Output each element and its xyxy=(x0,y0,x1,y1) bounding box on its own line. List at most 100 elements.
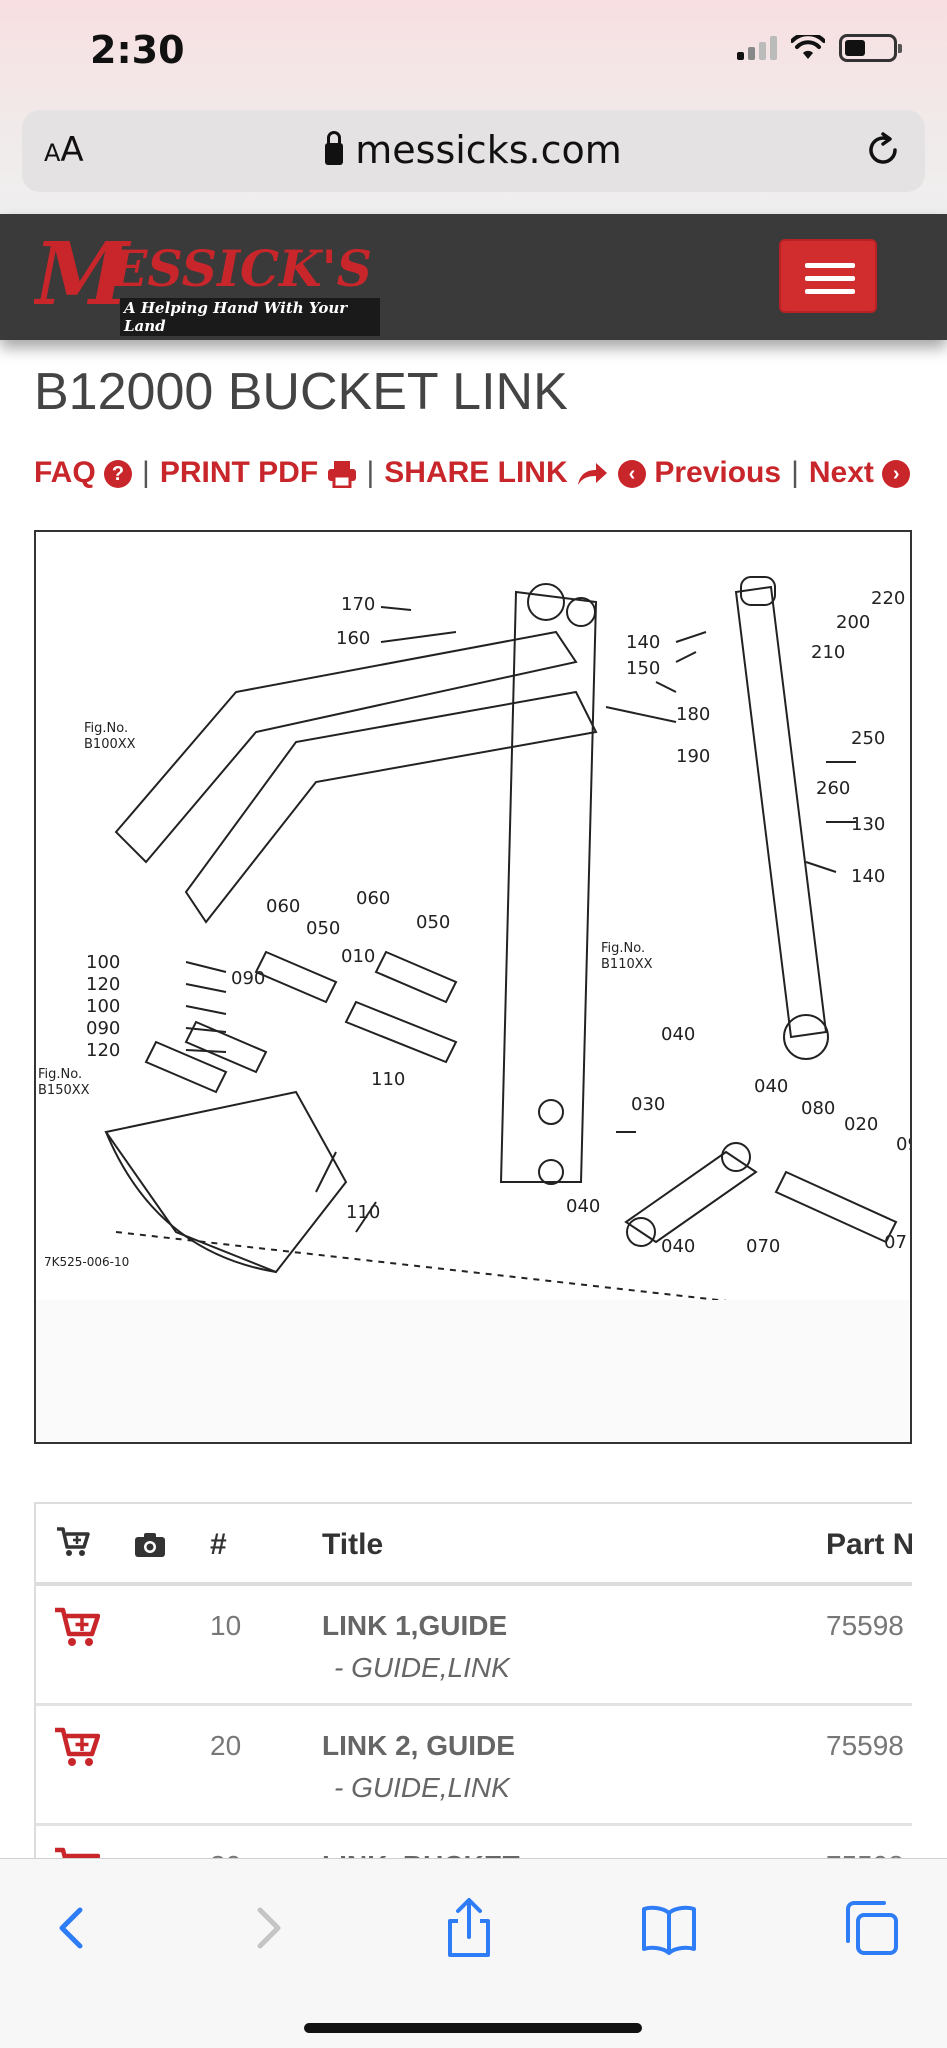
svg-text:050: 050 xyxy=(306,918,340,939)
share-arrow-icon xyxy=(577,463,607,486)
svg-text:160: 160 xyxy=(336,628,370,649)
separator: | xyxy=(142,456,150,489)
forward-icon[interactable] xyxy=(234,1893,304,1963)
url-display[interactable]: messicks.com xyxy=(22,128,925,172)
svg-text:M: M xyxy=(34,236,132,325)
row-number: 20 xyxy=(210,1730,242,1761)
svg-text:ESSICK'S: ESSICK'S xyxy=(108,239,372,298)
svg-text:140: 140 xyxy=(626,632,660,653)
svg-text:110: 110 xyxy=(346,1202,380,1223)
faq-link[interactable]: FAQ ? xyxy=(34,456,133,490)
svg-text:140: 140 xyxy=(851,866,885,887)
svg-text:B110XX: B110XX xyxy=(601,957,653,972)
svg-text:130: 130 xyxy=(851,814,885,835)
url-text: messicks.com xyxy=(355,128,622,172)
svg-text:100: 100 xyxy=(86,952,120,973)
printer-icon xyxy=(327,461,356,489)
home-indicator xyxy=(304,2023,642,2033)
lock-icon xyxy=(325,131,344,165)
separator: | xyxy=(366,456,375,489)
svg-text:210: 210 xyxy=(811,642,845,663)
table-row: 20 LINK 2, GUIDE - GUIDE,LINK 75598 xyxy=(36,1706,912,1826)
svg-text:060: 060 xyxy=(266,896,300,917)
col-part-no: Part N xyxy=(826,1528,912,1561)
svg-text:030: 030 xyxy=(631,1094,665,1115)
print-pdf-link[interactable]: PRINT PDF xyxy=(160,456,357,490)
row-part-no: 75598 xyxy=(826,1610,904,1641)
add-to-cart-icon[interactable] xyxy=(54,1606,100,1648)
svg-text:7K525-006-10: 7K525-006-10 xyxy=(44,1255,129,1269)
status-icons xyxy=(737,34,902,62)
svg-text:060: 060 xyxy=(356,888,390,909)
col-number: # xyxy=(210,1528,227,1561)
svg-text:010: 010 xyxy=(341,946,375,967)
table-header: # Title Part N xyxy=(36,1504,912,1586)
previous-link[interactable]: ‹ Previous xyxy=(617,456,781,490)
site-header: M ESSICK'S A Helping Hand With Your Land xyxy=(0,214,947,340)
svg-text:120: 120 xyxy=(86,1040,120,1061)
battery-icon xyxy=(839,34,902,62)
svg-text:09: 09 xyxy=(896,1134,912,1155)
svg-text:090: 090 xyxy=(86,1018,120,1039)
status-time: 2:30 xyxy=(90,28,185,72)
chevron-right-circle-icon: › xyxy=(882,460,911,489)
address-bar[interactable]: AA messicks.com xyxy=(22,110,925,192)
site-logo[interactable]: M ESSICK'S A Helping Hand With Your Land xyxy=(31,224,380,336)
wifi-icon xyxy=(791,35,825,59)
separator: | xyxy=(791,456,799,489)
svg-text:100: 100 xyxy=(86,996,120,1017)
svg-text:220: 220 xyxy=(871,588,905,609)
logo-wordmark: M ESSICK'S xyxy=(31,224,372,325)
diagram-blank-area xyxy=(36,1300,910,1442)
browser-toolbar xyxy=(0,1858,947,2048)
cellular-signal-icon xyxy=(737,36,777,60)
next-link[interactable]: Next › xyxy=(809,456,911,490)
share-icon[interactable] xyxy=(434,1893,504,1963)
row-number: 10 xyxy=(210,1610,242,1641)
hamburger-menu-button[interactable] xyxy=(779,239,877,313)
svg-text:250: 250 xyxy=(851,728,885,749)
svg-text:Fig.No.: Fig.No. xyxy=(601,941,645,956)
row-title[interactable]: LINK 1,GUIDE xyxy=(322,1610,508,1641)
svg-text:170: 170 xyxy=(341,594,375,615)
action-links: FAQ ? | PRINT PDF | SHARE LINK ‹ Previou… xyxy=(34,456,911,490)
row-subtitle: - GUIDE,LINK xyxy=(334,1652,510,1683)
question-circle-icon: ? xyxy=(104,460,133,489)
bookmarks-icon[interactable] xyxy=(634,1893,704,1963)
add-to-cart-icon xyxy=(57,1527,90,1556)
svg-text:050: 050 xyxy=(416,912,450,933)
svg-text:Fig.No.: Fig.No. xyxy=(38,1067,82,1082)
reader-text-size-button[interactable]: AA xyxy=(44,130,84,170)
svg-text:180: 180 xyxy=(676,704,710,725)
page-title: B12000 BUCKET LINK xyxy=(34,363,568,421)
svg-text:040: 040 xyxy=(566,1196,600,1217)
chevron-left-circle-icon: ‹ xyxy=(617,460,646,489)
add-to-cart-icon[interactable] xyxy=(54,1726,100,1768)
svg-text:260: 260 xyxy=(816,778,850,799)
svg-text:020: 020 xyxy=(844,1114,878,1135)
svg-text:040: 040 xyxy=(661,1236,695,1257)
svg-text:150: 150 xyxy=(626,658,660,679)
svg-text:090: 090 xyxy=(231,968,265,989)
share-link[interactable]: SHARE LINK xyxy=(384,456,608,490)
svg-text:120: 120 xyxy=(86,974,120,995)
browser-chrome-top: 2:30 AA messicks.com xyxy=(0,0,947,214)
logo-tagline: A Helping Hand With Your Land xyxy=(120,298,380,336)
svg-text:190: 190 xyxy=(676,746,710,767)
col-title: Title xyxy=(322,1528,384,1561)
row-part-no: 75598 xyxy=(826,1730,904,1761)
svg-text:110: 110 xyxy=(371,1069,405,1090)
back-icon[interactable] xyxy=(36,1893,106,1963)
svg-text:040: 040 xyxy=(754,1076,788,1097)
svg-text:080: 080 xyxy=(801,1098,835,1119)
row-title[interactable]: LINK 2, GUIDE xyxy=(322,1730,515,1761)
table-row: 10 LINK 1,GUIDE - GUIDE,LINK 75598 xyxy=(36,1586,912,1706)
svg-text:200: 200 xyxy=(836,612,870,633)
reload-icon[interactable] xyxy=(861,128,905,172)
tabs-icon[interactable] xyxy=(836,1893,906,1963)
svg-text:Fig.No.: Fig.No. xyxy=(84,721,128,736)
svg-text:B100XX: B100XX xyxy=(84,737,136,752)
svg-text:070: 070 xyxy=(746,1236,780,1257)
